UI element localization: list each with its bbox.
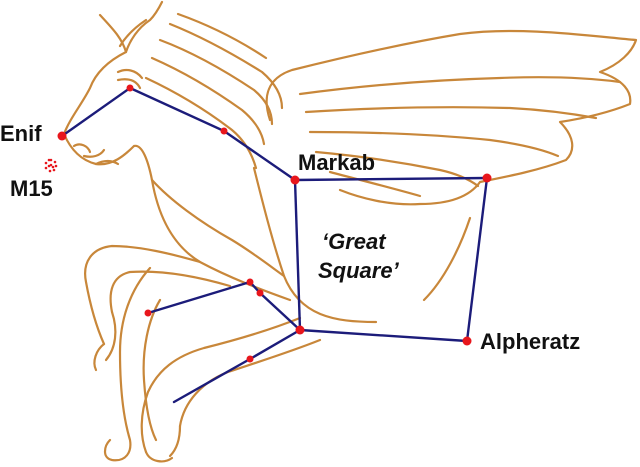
mane-line-4 <box>144 76 258 170</box>
mane-line-2 <box>158 38 274 126</box>
hind-leg-outline <box>140 316 302 454</box>
star-leg2 <box>256 289 264 297</box>
star-legEnd <box>144 309 152 317</box>
wing-outer-edge <box>265 29 638 206</box>
mane-line-5 <box>176 12 268 60</box>
m15-dot <box>47 158 51 162</box>
star-alpheratz <box>462 336 472 346</box>
m15-dot <box>47 164 51 168</box>
front-leg-upper-outline <box>84 244 202 346</box>
wing-feather-5 <box>328 170 422 198</box>
front-leg-inner-outline <box>109 270 232 314</box>
hind-hoof-outline <box>144 424 182 463</box>
label-m15: M15 <box>10 176 53 201</box>
star-enif <box>57 131 67 141</box>
head-outline <box>62 13 292 302</box>
line-alpheratz-hip <box>298 328 469 343</box>
m15-dot <box>44 161 48 165</box>
nostril-outline <box>72 143 106 158</box>
label-great-square-line1: ‘Great <box>322 229 387 254</box>
m15-dot <box>54 164 58 168</box>
label-alpheratz: Alpheratz <box>480 329 580 354</box>
line-hip-leg2 <box>258 291 302 332</box>
m15-dot <box>51 165 55 169</box>
star-neck <box>220 127 228 135</box>
star-hip <box>295 325 305 335</box>
stars <box>57 84 492 363</box>
wing-feather-1 <box>298 76 622 96</box>
pegasus-outline <box>62 0 638 463</box>
line-neck-markab <box>222 129 297 182</box>
eye-outline <box>116 68 144 90</box>
ear-inner <box>118 18 148 48</box>
star-nose2 <box>126 84 134 92</box>
line-scheat-alpheratz <box>465 176 489 343</box>
mane-line-3 <box>150 56 266 146</box>
mouth-outline <box>94 159 120 166</box>
wing-feather-2 <box>304 106 598 120</box>
line-markab-scheat <box>293 176 489 182</box>
m15-cluster-icon <box>44 158 58 173</box>
star-markab <box>290 175 300 185</box>
front-hoof-outline <box>93 310 117 372</box>
line-hip-markab <box>293 178 302 332</box>
line-leg1-legEnd <box>146 280 252 315</box>
ear-outline <box>124 0 164 54</box>
line-knee-hoof <box>172 357 252 404</box>
wing-feather-3 <box>308 130 560 158</box>
front-leg-lower-outline <box>103 266 152 462</box>
belly-outline <box>422 216 472 302</box>
star-leg1 <box>246 278 254 286</box>
label-enif: Enif <box>0 121 42 146</box>
line-nose2-neck <box>128 86 226 133</box>
m15-dot <box>48 169 52 173</box>
m15-dot <box>44 166 48 170</box>
label-great-square-line2: Square’ <box>318 258 400 283</box>
hind-leg-inner <box>178 338 322 428</box>
line-enif-nose2 <box>60 86 132 138</box>
front-leg-lower-inner <box>142 298 162 442</box>
m15-dot <box>49 158 53 162</box>
chest-outline <box>150 178 286 278</box>
m15-dot <box>52 168 56 172</box>
label-markab: Markab <box>298 150 375 175</box>
m15-dot <box>49 163 53 167</box>
star-knee <box>246 355 254 363</box>
mane-line-1 <box>168 22 284 110</box>
star-scheat <box>482 173 492 183</box>
line-hip-knee <box>248 328 302 361</box>
m15-dot <box>53 160 57 164</box>
